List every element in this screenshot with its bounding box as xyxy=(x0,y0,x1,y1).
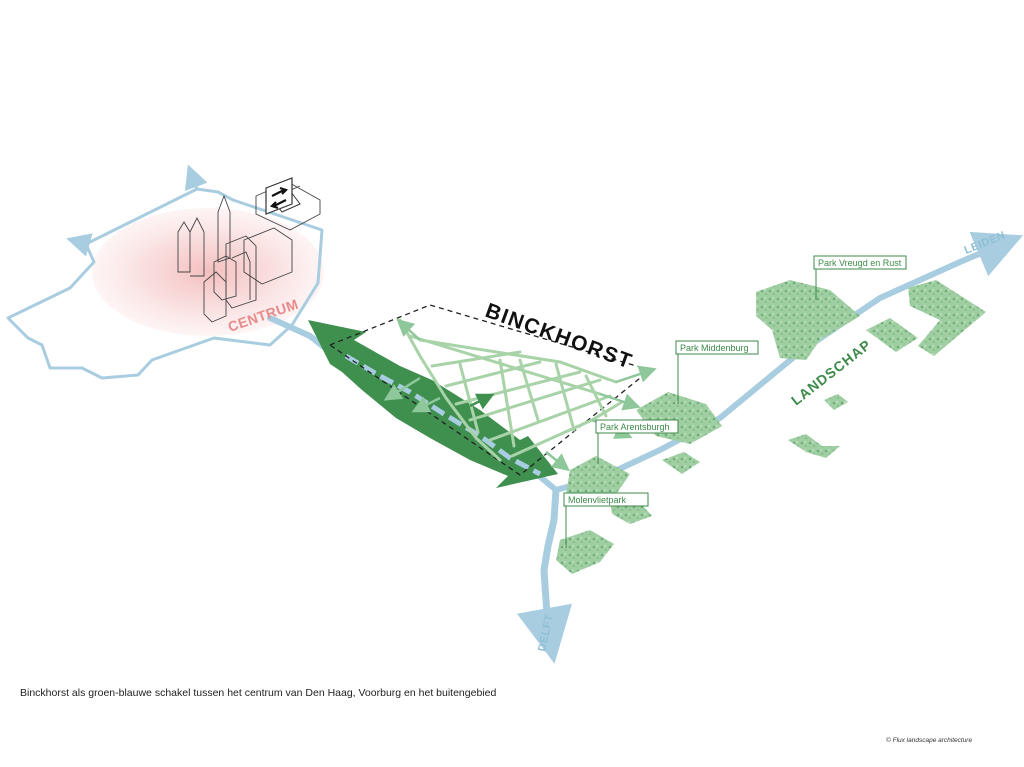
centrum-zone xyxy=(6,164,324,380)
street-grid xyxy=(398,318,624,462)
green-corridor xyxy=(308,320,558,488)
centrum-arrow-north xyxy=(184,164,208,192)
canal-delft xyxy=(516,486,573,664)
park-east-block xyxy=(908,280,986,356)
park-vreugd-area xyxy=(756,280,860,360)
park-small-1 xyxy=(662,452,700,474)
centrum-boundary xyxy=(6,187,324,380)
figure-caption: Binckhorst als groen-blauwe schakel tuss… xyxy=(20,687,497,699)
image-credit: © Flux landscape architecture xyxy=(886,737,973,744)
label-molenvliet: Molenvlietpark xyxy=(563,492,649,548)
park-tiny-2 xyxy=(788,434,840,458)
park-labels: Park Vreugd en Rust Park Middenburg Park… xyxy=(563,255,907,548)
park-tiny-1 xyxy=(824,394,848,410)
park-east-small xyxy=(866,318,918,352)
park-middenburg-text: Park Middenburg xyxy=(680,343,749,353)
park-arentsburgh-area xyxy=(566,456,630,504)
park-molenvliet-area xyxy=(556,530,614,574)
label-park-middenburg: Park Middenburg xyxy=(675,340,759,404)
corridor-arrow xyxy=(308,320,558,488)
molenvliet-text: Molenvlietpark xyxy=(568,495,627,505)
binckhorst-district xyxy=(328,304,657,476)
centrum-arrow-west xyxy=(66,233,93,257)
parks xyxy=(556,280,986,574)
label-park-vreugd: Park Vreugd en Rust xyxy=(813,255,907,300)
corridor-water-strip xyxy=(344,353,542,477)
water-network xyxy=(267,231,1024,664)
park-vreugd-text: Park Vreugd en Rust xyxy=(818,258,902,268)
train-station-icon xyxy=(265,177,301,215)
centrum-glow xyxy=(92,208,324,336)
label-park-arentsburgh: Park Arentsburgh xyxy=(595,419,679,464)
park-arentsburgh-text: Park Arentsburgh xyxy=(600,422,670,432)
park-middenburg-area xyxy=(636,392,722,444)
